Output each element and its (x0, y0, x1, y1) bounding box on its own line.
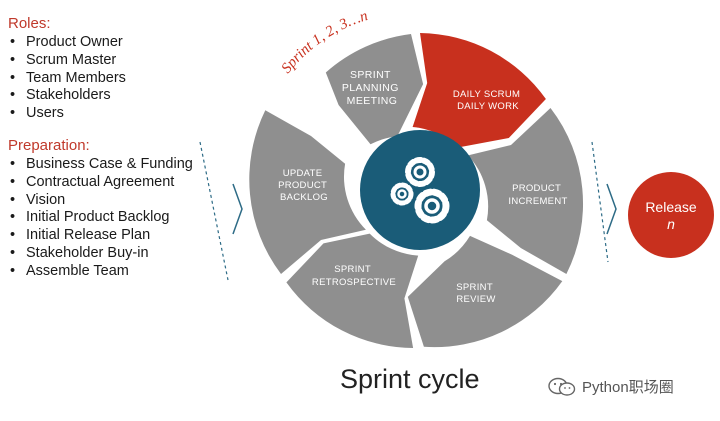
label-line: DAILY SCRUM (453, 89, 520, 100)
role-item: Users (10, 105, 126, 123)
label-line: SPRINT (350, 69, 391, 81)
sprint-cycle-title: Sprint cycle (340, 364, 480, 394)
flow-dashed-line-left (199, 141, 229, 281)
preparation-item: Contractual Agreement (10, 174, 193, 192)
release-number: n (667, 216, 675, 232)
watermark-brand: Python职场圈 (548, 376, 674, 397)
label-line: BACKLOG (280, 192, 328, 203)
gears-icon (390, 157, 450, 224)
preparation-heading: Preparation: (8, 137, 90, 154)
label-line: SPRINT (456, 282, 493, 293)
release-circle (628, 172, 714, 258)
segment-sprint-retrospective (286, 233, 419, 348)
label-update-backlog: UPDATE PRODUCT BACKLOG (278, 168, 330, 203)
label-line: PRODUCT (278, 180, 327, 191)
roles-list: Product Owner Scrum Master Team Members … (10, 34, 126, 123)
label-sprint-review: SPRINT REVIEW (456, 282, 495, 305)
label-line: RETROSPECTIVE (312, 277, 396, 288)
preparation-item: Initial Product Backlog (10, 209, 193, 227)
label-line: DAILY WORK (457, 101, 519, 112)
segment-update-backlog (249, 110, 366, 274)
roles-heading: Roles: (8, 15, 51, 32)
label-line: UPDATE (283, 168, 323, 179)
wechat-icon (548, 377, 576, 396)
role-item: Scrum Master (10, 52, 126, 70)
preparation-item: Stakeholder Buy-in (10, 245, 193, 263)
release-label: Release (645, 199, 697, 215)
preparation-item: Assemble Team (10, 263, 193, 281)
label-line: REVIEW (456, 294, 495, 305)
segment-product-increment (468, 108, 584, 274)
label-product-increment: PRODUCT INCREMENT (508, 183, 567, 207)
flow-chevron-right (606, 183, 617, 235)
label-sprint-retrospective: SPRINT RETROSPECTIVE (312, 264, 396, 288)
label-daily-scrum: DAILY SCRUM DAILY WORK (453, 89, 523, 112)
cycle-center-hub (360, 130, 480, 250)
role-item: Product Owner (10, 34, 126, 52)
preparation-item: Vision (10, 192, 193, 210)
preparation-list: Business Case & Funding Contractual Agre… (10, 156, 193, 281)
label-line: PLANNING (342, 82, 399, 94)
watermark-text: Python职场圈 (582, 379, 674, 396)
flow-dashed-line-right (591, 141, 609, 263)
label-line: INCREMENT (508, 196, 567, 207)
segment-sprint-review (407, 235, 563, 348)
label-line: MEETING (347, 95, 398, 107)
preparation-item: Business Case & Funding (10, 156, 193, 174)
label-line: PRODUCT (512, 183, 561, 194)
role-item: Stakeholders (10, 87, 126, 105)
role-item: Team Members (10, 70, 126, 88)
preparation-item: Initial Release Plan (10, 227, 193, 245)
segment-daily-scrum (412, 33, 546, 148)
segment-sprint-planning (325, 34, 424, 145)
label-sprint-planning: SPRINT PLANNING MEETING (342, 69, 402, 107)
flow-chevron-left (232, 183, 243, 235)
label-line: SPRINT (334, 264, 371, 275)
